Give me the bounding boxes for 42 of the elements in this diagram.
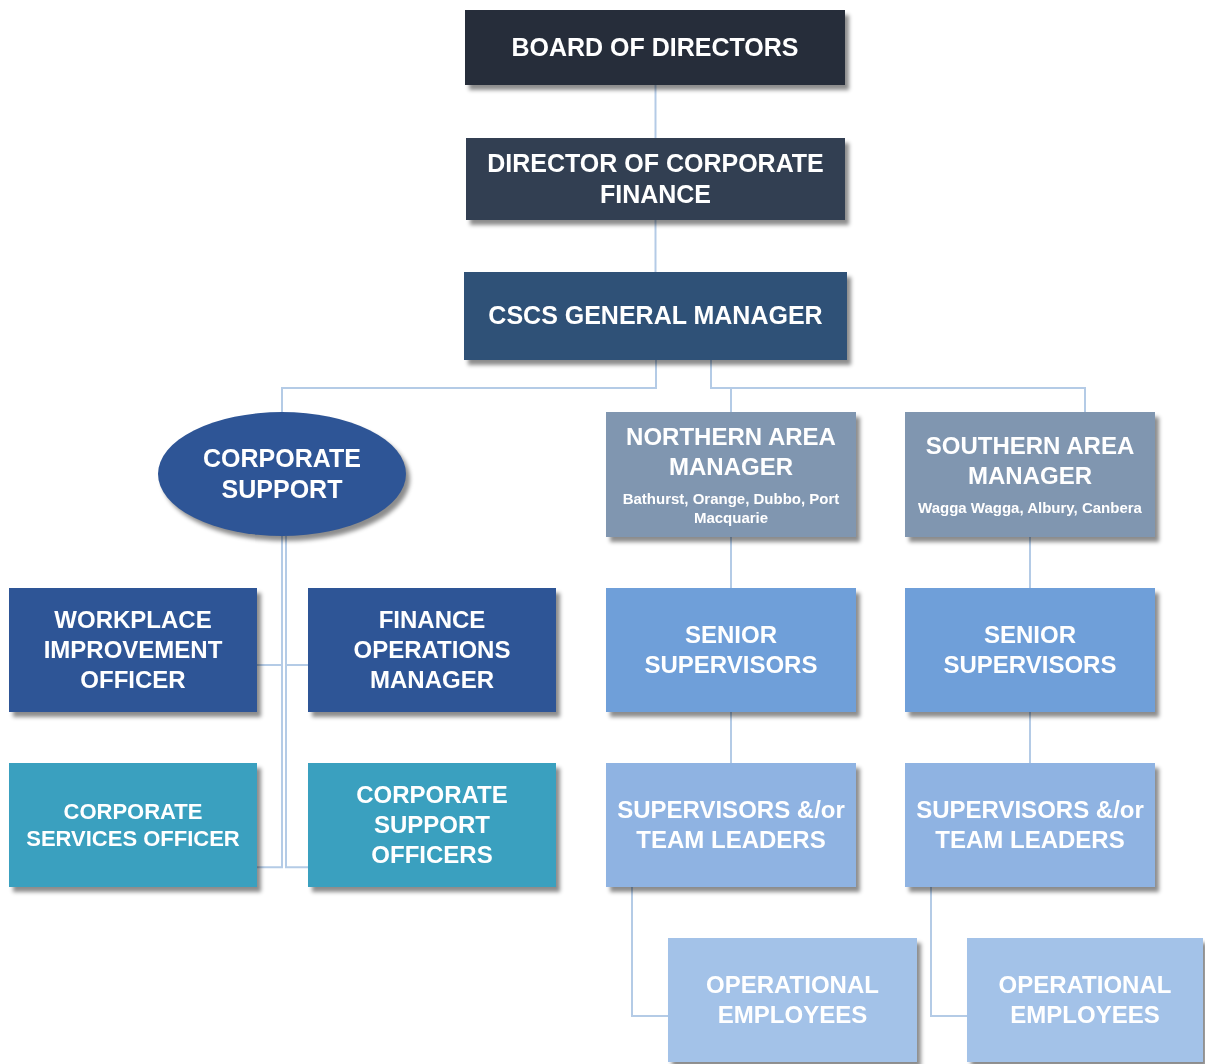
role-box [308, 763, 556, 887]
role-box [905, 412, 1155, 537]
connector-line [730, 711, 732, 764]
role-title: WORKPLACE IMPROVEMENT OFFICER [42, 605, 224, 695]
role-title: SENIOR SUPERVISORS [643, 620, 819, 680]
role-box [668, 938, 917, 1062]
connector-line [654, 219, 657, 273]
role-title: SOUTHERN AREA MANAGER [924, 431, 1136, 492]
role-box [606, 763, 856, 887]
role-box [9, 588, 257, 712]
role-title: CORPORATE SUPPORT OFFICERS [355, 780, 509, 870]
role-title: NORTHERN AREA MANAGER [625, 421, 837, 482]
role-box [905, 588, 1155, 712]
role-box [606, 588, 856, 712]
connector-line [631, 886, 669, 1017]
role-title: OPERATIONAL EMPLOYEES [705, 970, 880, 1030]
role-title: OPERATIONAL EMPLOYEES [997, 970, 1173, 1030]
connector-line [654, 84, 657, 139]
role-title: SENIOR SUPERVISORS [942, 620, 1118, 680]
role-box [967, 938, 1203, 1062]
role-box [466, 138, 845, 220]
connector-line [281, 359, 657, 413]
role-box [9, 763, 257, 887]
role-box [465, 10, 845, 85]
role-box [606, 412, 856, 537]
role-title: SUPERVISORS &/or TEAM LEADERS [915, 795, 1145, 855]
role-title: DIRECTOR OF CORPORATE FINANCE [486, 147, 825, 210]
role-box [464, 272, 847, 360]
role-box [308, 588, 556, 712]
role-title: CSCS GENERAL MANAGER [488, 300, 823, 332]
role-title: FINANCE OPERATIONS MANAGER [352, 605, 512, 695]
role-title: CORPORATE SUPPORT [202, 442, 362, 505]
connector-line [930, 886, 968, 1017]
role-locations: Wagga Wagga, Albury, Canbera [918, 499, 1142, 518]
role-title: CORPORATE SERVICES OFFICER [25, 797, 241, 853]
connector-line [1029, 536, 1031, 589]
connector-line [1029, 711, 1031, 764]
connector-line [730, 536, 732, 589]
role-title: SUPERVISORS &/or TEAM LEADERS [616, 795, 846, 855]
role-box [905, 763, 1155, 887]
role-title: BOARD OF DIRECTORS [511, 31, 799, 63]
role-locations: Bathurst, Orange, Dubbo, Port Macquarie [621, 489, 841, 528]
